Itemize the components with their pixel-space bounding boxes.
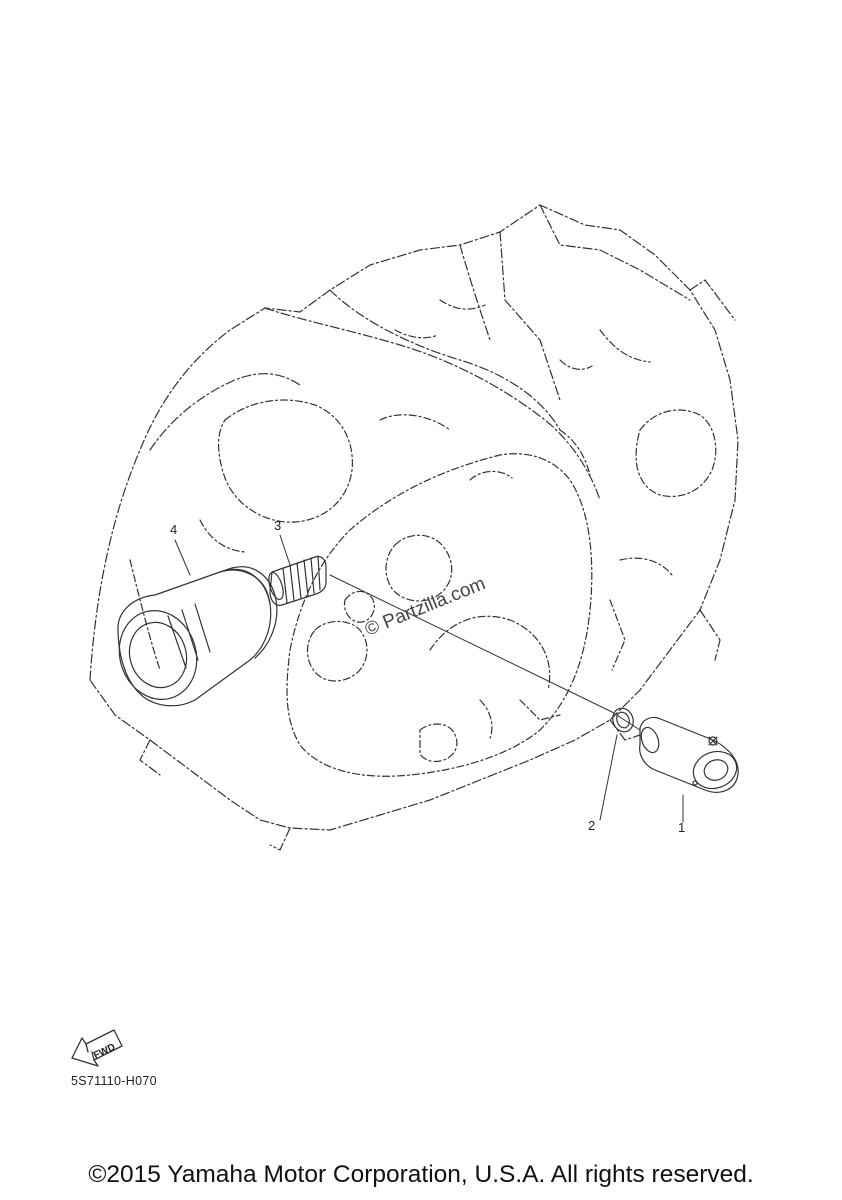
copyright-notice: ©2015 Yamaha Motor Corporation, U.S.A. A…	[88, 1161, 754, 1188]
callout-1: 1	[678, 820, 685, 835]
callout-3: 3	[274, 518, 281, 533]
gasket[interactable]	[609, 705, 636, 734]
union-bolt[interactable]	[266, 555, 327, 606]
callout-4: 4	[170, 522, 177, 537]
oil-filter[interactable]	[108, 566, 278, 710]
sensor-housing[interactable]	[638, 716, 742, 794]
leader-lines	[174, 534, 684, 823]
watermark: © Partzilla.com	[362, 573, 489, 640]
callout-2: 2	[588, 818, 595, 833]
fwd-label: FWD	[92, 1042, 117, 1062]
crankcase-outline	[89, 204, 739, 851]
reference-code: 5S71110-H070	[71, 1074, 157, 1088]
crankcase-inner-details	[129, 299, 717, 777]
fwd-arrow-icon	[71, 1029, 123, 1067]
